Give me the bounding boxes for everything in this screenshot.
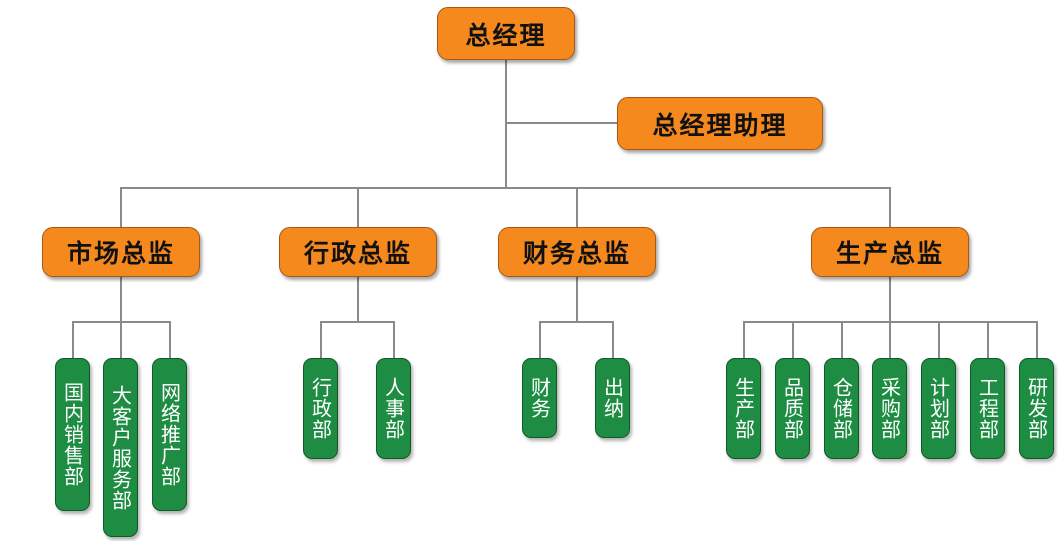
connector-line	[505, 122, 617, 124]
connector-line	[320, 321, 394, 323]
admin-director-box: 行政总监	[279, 227, 437, 277]
connector-line	[393, 321, 395, 358]
department-box: 仓储部	[824, 358, 859, 459]
department-box: 生产部	[726, 358, 761, 459]
connector-line	[889, 321, 891, 358]
connector-line	[539, 321, 541, 358]
connector-line	[505, 60, 507, 188]
connector-line	[72, 321, 74, 358]
general-manager-box: 总经理	[437, 7, 575, 60]
connector-line	[576, 187, 578, 227]
connector-line	[169, 321, 171, 358]
connector-line	[120, 277, 122, 322]
connector-line	[792, 321, 794, 358]
connector-line	[743, 321, 745, 358]
connector-line	[120, 187, 891, 189]
connector-line	[120, 321, 122, 358]
connector-line	[841, 321, 843, 358]
department-box: 国内销售部	[55, 358, 90, 511]
department-box: 行政部	[303, 358, 338, 459]
department-box: 人事部	[376, 358, 411, 459]
connector-line	[612, 321, 614, 358]
connector-line	[357, 187, 359, 227]
connector-line	[938, 321, 940, 358]
connector-line	[889, 187, 891, 227]
department-box: 财务	[522, 358, 557, 438]
connector-line	[987, 321, 989, 358]
department-box: 工程部	[970, 358, 1005, 459]
production-director-box: 生产总监	[811, 227, 969, 277]
marketing-director-box: 市场总监	[42, 227, 200, 277]
department-box: 网络推广部	[152, 358, 187, 511]
connector-line	[576, 277, 578, 322]
department-box: 计划部	[921, 358, 956, 459]
connector-line	[1036, 321, 1038, 358]
department-box: 出纳	[595, 358, 630, 438]
connector-line	[357, 277, 359, 322]
connector-line	[120, 187, 122, 227]
department-box: 品质部	[775, 358, 810, 459]
finance-director-box: 财务总监	[498, 227, 656, 277]
connector-line	[320, 321, 322, 358]
connector-line	[539, 321, 613, 323]
assistant-manager-box: 总经理助理	[617, 97, 823, 150]
connector-line	[889, 277, 891, 322]
department-box: 研发部	[1019, 358, 1054, 459]
department-box: 大客户服务部	[103, 358, 138, 537]
department-box: 采购部	[872, 358, 907, 459]
